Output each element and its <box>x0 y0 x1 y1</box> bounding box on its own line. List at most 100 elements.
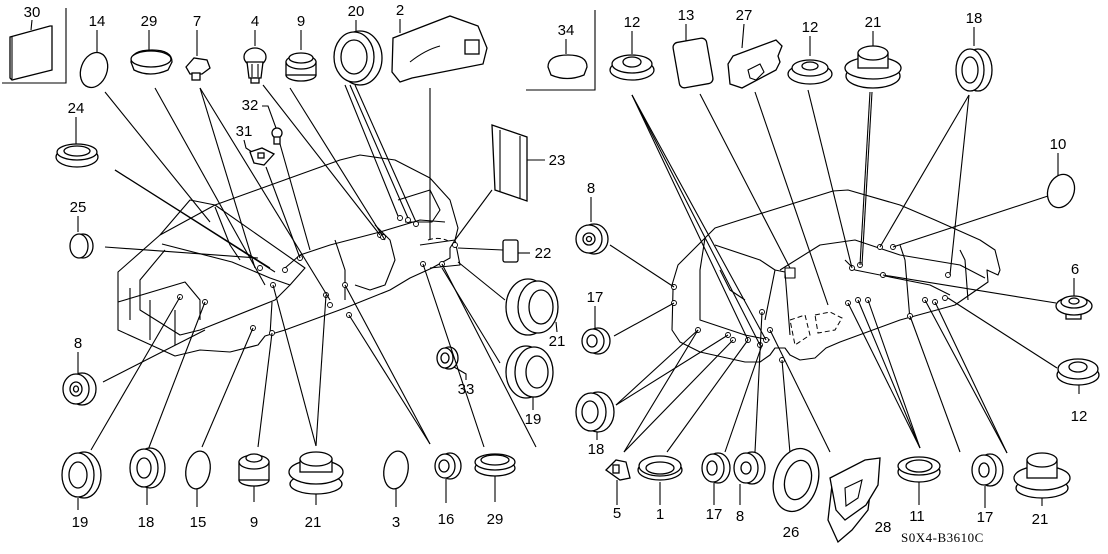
part-29-plug[interactable] <box>130 49 173 75</box>
part-18-grommet[interactable] <box>955 48 993 92</box>
part-4-push-clip[interactable] <box>243 47 267 84</box>
left-leader-lines <box>90 84 537 451</box>
part-32-clip[interactable] <box>271 127 283 145</box>
callout-15: 15 <box>190 514 207 531</box>
callout-4: 4 <box>251 13 259 30</box>
callout-3: 3 <box>392 514 400 531</box>
part-12-grommet-b[interactable] <box>787 59 833 85</box>
part-14-o-ring[interactable] <box>76 49 113 92</box>
callout-26: 26 <box>783 524 800 541</box>
part-33-grommet[interactable] <box>436 346 459 370</box>
part-1-grommet[interactable] <box>637 455 683 481</box>
part-20-grommet[interactable] <box>333 30 383 86</box>
callout-8-left: 8 <box>74 335 82 352</box>
callout-7: 7 <box>193 13 201 30</box>
part-15-o-ring[interactable] <box>183 449 213 491</box>
part-29-grommet-bottom[interactable] <box>474 453 516 477</box>
part-16-grommet[interactable] <box>434 452 462 480</box>
callout-29-top: 29 <box>141 13 158 30</box>
part-21-grommet-bottom[interactable] <box>288 451 344 495</box>
callout-31: 31 <box>236 123 253 140</box>
part-23-seal[interactable] <box>491 124 528 202</box>
part-12-grommet[interactable] <box>609 54 655 81</box>
part-13-pad[interactable] <box>672 37 714 89</box>
callout-21-left-body: 21 <box>549 333 566 350</box>
callout-19-bottom: 19 <box>72 514 89 531</box>
part-25-plug[interactable] <box>69 233 94 259</box>
callout-13: 13 <box>678 7 695 24</box>
part-8-grommet[interactable] <box>62 372 97 406</box>
callout-21-top: 21 <box>865 14 882 31</box>
callout-22: 22 <box>535 245 552 262</box>
part-34-plug[interactable] <box>547 54 588 80</box>
callout-9-bottom: 9 <box>250 514 258 531</box>
callout-6: 6 <box>1071 261 1079 278</box>
part-18-grommet-bottom[interactable] <box>129 447 166 489</box>
diagram-code: S0X4-B3610C <box>901 530 984 545</box>
callout-12-right: 12 <box>1071 408 1088 425</box>
part-17-grommet[interactable] <box>581 327 611 355</box>
callout-34: 34 <box>558 22 575 39</box>
callout-2-left: 2 <box>396 2 404 19</box>
part-22-pad[interactable] <box>502 239 519 263</box>
callout-27: 27 <box>736 7 753 24</box>
callout-21-bottom-right: 21 <box>1032 511 1049 528</box>
part-24-plug[interactable] <box>55 143 99 168</box>
part-5-clip[interactable] <box>604 459 631 481</box>
part-21-grommet[interactable] <box>844 45 902 89</box>
part-26-grommet[interactable] <box>766 443 825 516</box>
part-11-grommet[interactable] <box>897 456 941 483</box>
part-7-clip[interactable] <box>185 57 211 81</box>
callout-12-b: 12 <box>802 19 819 36</box>
callout-18-bottom: 18 <box>138 514 155 531</box>
part-12-grommet-right[interactable] <box>1056 358 1100 386</box>
callout-32: 32 <box>242 97 259 114</box>
part-27-seal-sheet[interactable] <box>727 39 783 89</box>
part-17-grommet-bottom-b[interactable] <box>971 453 1004 487</box>
part-21-grommet-left-body[interactable] <box>505 278 559 336</box>
callout-5: 5 <box>613 505 621 522</box>
callout-1: 1 <box>656 506 664 523</box>
part-8-grommet-right[interactable] <box>575 223 609 255</box>
inset-border-right <box>526 10 596 91</box>
part-19-grommet-bottom[interactable] <box>61 451 102 499</box>
part-9-grommet[interactable] <box>285 52 317 82</box>
callout-29-bottom: 29 <box>487 511 504 528</box>
callout-11: 11 <box>909 508 925 525</box>
part-6-grommet[interactable] <box>1055 295 1093 320</box>
callout-9-top: 9 <box>297 13 305 30</box>
callout-28: 28 <box>875 519 892 536</box>
callout-18-right: 18 <box>588 441 605 458</box>
part-21-grommet-bottom-right[interactable] <box>1013 452 1071 499</box>
part-28-seal-sheet[interactable] <box>827 457 881 544</box>
part-10-o-ring[interactable] <box>1043 171 1079 212</box>
callout-14: 14 <box>89 13 106 30</box>
callout-17-right: 17 <box>587 289 604 306</box>
part-9-grommet-bottom[interactable] <box>238 453 270 487</box>
part-17-grommet-bottom-a[interactable] <box>701 452 731 484</box>
callout-16: 16 <box>438 511 455 528</box>
part-19-grommet-mid[interactable] <box>505 345 554 399</box>
part-8-grommet-bottom[interactable] <box>733 451 766 485</box>
part-3-o-ring[interactable] <box>381 449 411 491</box>
part-2-seal-sheet[interactable] <box>391 15 488 83</box>
inset-border <box>2 8 67 84</box>
part-18-grommet-right[interactable] <box>575 391 615 433</box>
callout-23: 23 <box>549 152 566 169</box>
callout-30: 30 <box>24 4 41 21</box>
callout-20: 20 <box>348 3 365 20</box>
left-car-body <box>117 154 461 357</box>
right-leader-lines <box>609 89 1058 454</box>
part-31-clip[interactable] <box>249 147 276 166</box>
callout-12-a: 12 <box>624 14 641 31</box>
callout-8-bottom: 8 <box>736 508 744 525</box>
callout-33: 33 <box>458 381 475 398</box>
callout-24: 24 <box>68 100 85 117</box>
callout-10: 10 <box>1050 136 1067 153</box>
callout-18-top: 18 <box>966 10 983 27</box>
callout-25: 25 <box>70 199 87 216</box>
callout-21-bottom-left: 21 <box>305 514 322 531</box>
part-30-pad[interactable] <box>9 25 53 81</box>
callout-19-mid: 19 <box>525 411 542 428</box>
